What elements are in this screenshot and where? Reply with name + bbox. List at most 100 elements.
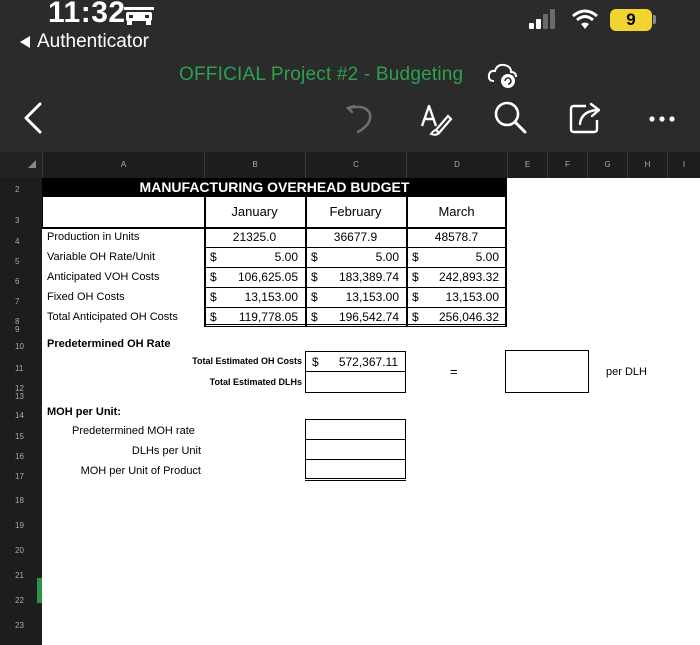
row-label-total-oh[interactable]: Total Anticipated OH Costs [47, 311, 178, 323]
document-title[interactable]: OFFICIAL Project #2 - Budgeting [179, 64, 464, 85]
row-header[interactable]: 9 [15, 325, 20, 334]
column-header-h[interactable]: H [627, 152, 667, 178]
row-header[interactable]: 4 [15, 237, 20, 246]
voh-jan[interactable]: 106,625.05 [237, 270, 298, 284]
predetermined-heading[interactable]: Predetermined OH Rate [47, 338, 171, 350]
undo-icon[interactable] [340, 98, 380, 138]
back-to-app-link[interactable]: Authenticator [20, 31, 149, 53]
month-header-march[interactable]: March [438, 204, 475, 219]
column-header-c[interactable]: C [305, 152, 406, 178]
row-label-production[interactable]: Production in Units [47, 231, 140, 243]
currency-symbol: $ [311, 270, 318, 284]
total-estimated-oh-value[interactable]: 572,367.11 [338, 355, 398, 369]
row-header[interactable]: 14 [15, 411, 24, 420]
month-header-february[interactable]: February [329, 204, 382, 219]
production-feb[interactable]: 36677.9 [333, 230, 378, 244]
format-brush-icon[interactable] [416, 98, 456, 138]
moh-heading[interactable]: MOH per Unit: [47, 406, 121, 418]
select-all-corner[interactable] [0, 152, 42, 178]
row-header[interactable]: 23 [15, 621, 24, 630]
cloud-sync-icon[interactable] [486, 61, 520, 89]
column-header-a[interactable]: A [42, 152, 204, 178]
row-header[interactable]: 20 [15, 546, 24, 555]
fixed-oh-jan[interactable]: 13,153.00 [244, 290, 298, 304]
row-header[interactable]: 2 [15, 185, 20, 194]
border [406, 197, 408, 327]
voh-feb[interactable]: 183,389.74 [338, 270, 399, 284]
search-icon[interactable] [490, 98, 530, 138]
oh-rate-result-cell[interactable] [505, 350, 589, 393]
var-rate-feb[interactable]: 5.00 [375, 250, 399, 264]
row-header[interactable]: 5 [15, 257, 20, 266]
column-header-e[interactable]: E [507, 152, 547, 178]
moh-per-unit-cell[interactable] [305, 459, 406, 479]
more-icon[interactable] [642, 98, 682, 138]
per-dlh-label[interactable]: per DLH [606, 366, 647, 378]
row-header[interactable]: 10 [15, 342, 24, 351]
car-icon [124, 7, 154, 25]
battery-tip [653, 15, 656, 24]
currency-symbol: $ [312, 355, 319, 369]
currency-symbol: $ [210, 250, 217, 264]
month-header-january[interactable]: January [231, 204, 278, 219]
border [42, 227, 507, 229]
currency-symbol: $ [210, 310, 217, 324]
row-header[interactable]: 21 [15, 571, 24, 580]
border [204, 197, 206, 327]
status-time: 11:32 [48, 0, 126, 29]
row-header[interactable]: 3 [15, 216, 20, 225]
row-header[interactable]: 6 [15, 277, 20, 286]
row-label-voh-costs[interactable]: Anticipated VOH Costs [47, 271, 160, 283]
border [206, 267, 506, 268]
column-header-f[interactable]: F [547, 152, 587, 178]
spreadsheet-grid[interactable]: A B C D E F G H I 2 3 4 5 6 7 8 9 10 11 … [0, 152, 700, 645]
column-header-d[interactable]: D [406, 152, 507, 178]
column-header-g[interactable]: G [587, 152, 627, 178]
total-estimated-oh-label[interactable]: Total Estimated OH Costs [192, 356, 302, 366]
border [206, 307, 506, 308]
total-estimated-dlh-label[interactable]: Total Estimated DLHs [209, 377, 302, 387]
equals-sign: = [450, 364, 458, 379]
row-label-fixed-oh[interactable]: Fixed OH Costs [47, 291, 125, 303]
moh-per-unit-label[interactable]: MOH per Unit of Product [80, 465, 201, 477]
dlh-per-unit-cell[interactable] [305, 439, 406, 460]
voh-mar[interactable]: 242,893.32 [438, 270, 499, 284]
total-oh-feb[interactable]: 196,542.74 [338, 310, 399, 324]
column-header-bar: A B C D E F G H I [0, 152, 700, 178]
back-chevron-icon[interactable] [14, 98, 54, 138]
row-header[interactable]: 13 [15, 392, 24, 401]
row-header[interactable]: 7 [15, 297, 20, 306]
row-header[interactable]: 16 [15, 452, 24, 461]
moh-rate-label[interactable]: Predetermined MOH rate [72, 425, 195, 437]
column-header-i[interactable]: I [667, 152, 700, 178]
moh-rate-cell[interactable] [305, 419, 406, 440]
currency-symbol: $ [412, 270, 419, 284]
column-header-b[interactable]: B [204, 152, 305, 178]
total-oh-mar[interactable]: 256,046.32 [438, 310, 499, 324]
dlh-per-unit-label[interactable]: DLHs per Unit [131, 445, 201, 457]
share-icon[interactable] [566, 98, 606, 138]
currency-symbol: $ [311, 250, 318, 264]
var-rate-mar[interactable]: 5.00 [475, 250, 499, 264]
currency-symbol: $ [311, 310, 318, 324]
row-header[interactable]: 11 [15, 364, 24, 373]
row-header[interactable]: 17 [15, 472, 24, 481]
fixed-oh-mar[interactable]: 13,153.00 [445, 290, 499, 304]
production-mar[interactable]: 48578.7 [434, 230, 479, 244]
production-jan[interactable]: 21325.0 [232, 230, 277, 244]
wifi-icon [572, 9, 598, 29]
row-header[interactable]: 15 [15, 432, 24, 441]
row-header[interactable]: 8 [15, 317, 20, 326]
total-estimated-dlh-cell[interactable] [305, 371, 406, 393]
row-header[interactable]: 12 [15, 384, 24, 393]
row-header[interactable]: 22 [15, 596, 24, 605]
cellular-signal-icon [529, 9, 555, 29]
double-underline [206, 324, 506, 327]
budget-title[interactable]: MANUFACTURING OVERHEAD BUDGET [42, 178, 507, 197]
var-rate-jan[interactable]: 5.00 [274, 250, 298, 264]
fixed-oh-feb[interactable]: 13,153.00 [345, 290, 399, 304]
total-oh-jan[interactable]: 119,778.05 [238, 310, 298, 324]
row-header[interactable]: 19 [15, 521, 24, 530]
row-label-variable-rate[interactable]: Variable OH Rate/Unit [47, 251, 156, 263]
row-header[interactable]: 18 [15, 496, 24, 505]
